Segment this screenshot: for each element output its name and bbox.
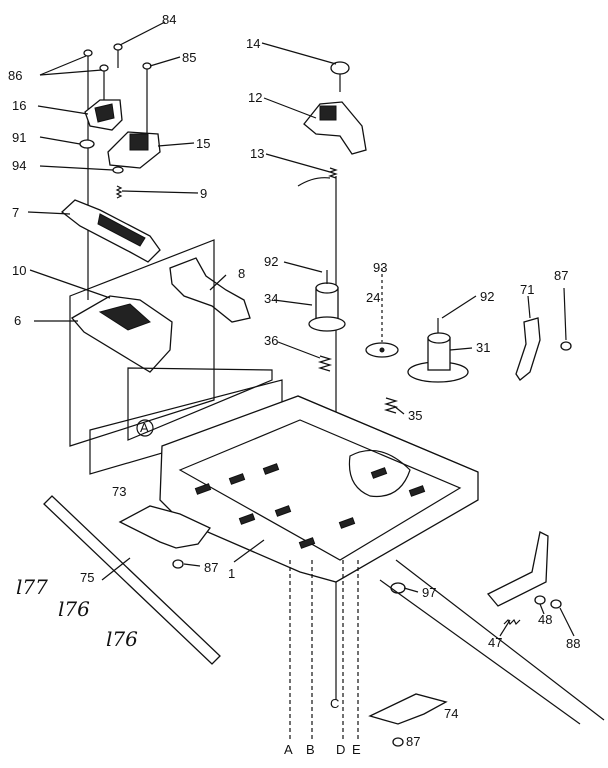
label-84: 84 bbox=[162, 12, 176, 27]
label-35: 35 bbox=[408, 408, 422, 423]
main-chassis bbox=[159, 395, 479, 583]
label-e: E bbox=[352, 742, 361, 757]
label-31: 31 bbox=[476, 340, 490, 355]
washer-91 bbox=[79, 139, 95, 149]
labels: 84 86 85 16 15 91 94 9 7 10 8 6 14 12 13… bbox=[8, 12, 580, 757]
screw-86-a bbox=[83, 49, 93, 300]
spring-35 bbox=[383, 397, 399, 414]
label-9: 9 bbox=[200, 186, 207, 201]
label-47: 47 bbox=[488, 635, 502, 650]
screw-87-left bbox=[172, 559, 184, 569]
frame-7 bbox=[60, 199, 161, 263]
label-87-left: 87 bbox=[204, 560, 218, 575]
label-16: 16 bbox=[12, 98, 26, 113]
screw-86-b bbox=[99, 64, 109, 100]
label-15: 15 bbox=[196, 136, 210, 151]
label-10: 10 bbox=[12, 263, 26, 278]
label-88: 88 bbox=[566, 636, 580, 651]
screw-88 bbox=[550, 599, 562, 609]
label-87-bottom: 87 bbox=[406, 734, 420, 749]
label-14: 14 bbox=[246, 36, 260, 51]
label-7: 7 bbox=[12, 205, 19, 220]
bracket-16 bbox=[84, 99, 123, 131]
label-94: 94 bbox=[12, 158, 26, 173]
leader-lines bbox=[27, 21, 575, 637]
rod-75 bbox=[43, 495, 221, 665]
label-a-circled: A bbox=[140, 420, 149, 435]
washer-24 bbox=[365, 268, 399, 358]
handwritten-l76-a: l76 bbox=[58, 597, 90, 621]
label-97: 97 bbox=[422, 585, 436, 600]
label-6: 6 bbox=[14, 313, 21, 328]
lever-12 bbox=[303, 101, 367, 155]
label-d: D bbox=[336, 742, 345, 757]
solenoid-15 bbox=[107, 131, 161, 169]
label-85: 85 bbox=[182, 50, 196, 65]
label-92-a: 92 bbox=[264, 254, 278, 269]
bracket-47 bbox=[486, 531, 549, 626]
circled-a-marker bbox=[136, 419, 154, 437]
label-12: 12 bbox=[248, 90, 262, 105]
label-74: 74 bbox=[444, 706, 458, 721]
reel-31 bbox=[407, 318, 469, 383]
label-86: 86 bbox=[8, 68, 22, 83]
screw-85 bbox=[142, 62, 152, 140]
label-13: 13 bbox=[250, 146, 264, 161]
label-34: 34 bbox=[264, 291, 278, 306]
plate-6 bbox=[70, 295, 173, 373]
label-93: 93 bbox=[373, 260, 387, 275]
bracket-71 bbox=[515, 317, 541, 381]
spring-36 bbox=[317, 355, 333, 372]
washer-48 bbox=[534, 595, 546, 605]
label-b: B bbox=[306, 742, 315, 757]
label-36: 36 bbox=[264, 333, 278, 348]
washer-97 bbox=[390, 582, 406, 594]
label-1: 1 bbox=[228, 566, 235, 581]
label-a: A bbox=[284, 742, 293, 757]
pulley-34 bbox=[308, 270, 346, 332]
washer-94 bbox=[112, 166, 124, 174]
screw-87-bottom bbox=[392, 737, 404, 747]
label-73: 73 bbox=[112, 484, 126, 499]
label-91: 91 bbox=[12, 130, 26, 145]
label-71: 71 bbox=[520, 282, 534, 297]
screw-87-top bbox=[560, 341, 572, 351]
reference-lines bbox=[289, 559, 605, 740]
label-24: 24 bbox=[366, 290, 380, 305]
label-48: 48 bbox=[538, 612, 552, 627]
screw-84 bbox=[113, 43, 123, 68]
label-92-b: 92 bbox=[480, 289, 494, 304]
label-8: 8 bbox=[238, 266, 245, 281]
spring-9 bbox=[115, 185, 123, 199]
plate-74 bbox=[368, 693, 448, 725]
label-75: 75 bbox=[80, 570, 94, 585]
handwritten-l77: l77 bbox=[16, 575, 48, 599]
plate-73-bracket bbox=[118, 505, 212, 549]
label-c: C bbox=[330, 696, 339, 711]
label-87-top: 87 bbox=[554, 268, 568, 283]
knob-14 bbox=[330, 61, 350, 92]
cable-sheet-1 bbox=[69, 239, 215, 447]
handwritten-l76-b: l76 bbox=[106, 627, 138, 651]
